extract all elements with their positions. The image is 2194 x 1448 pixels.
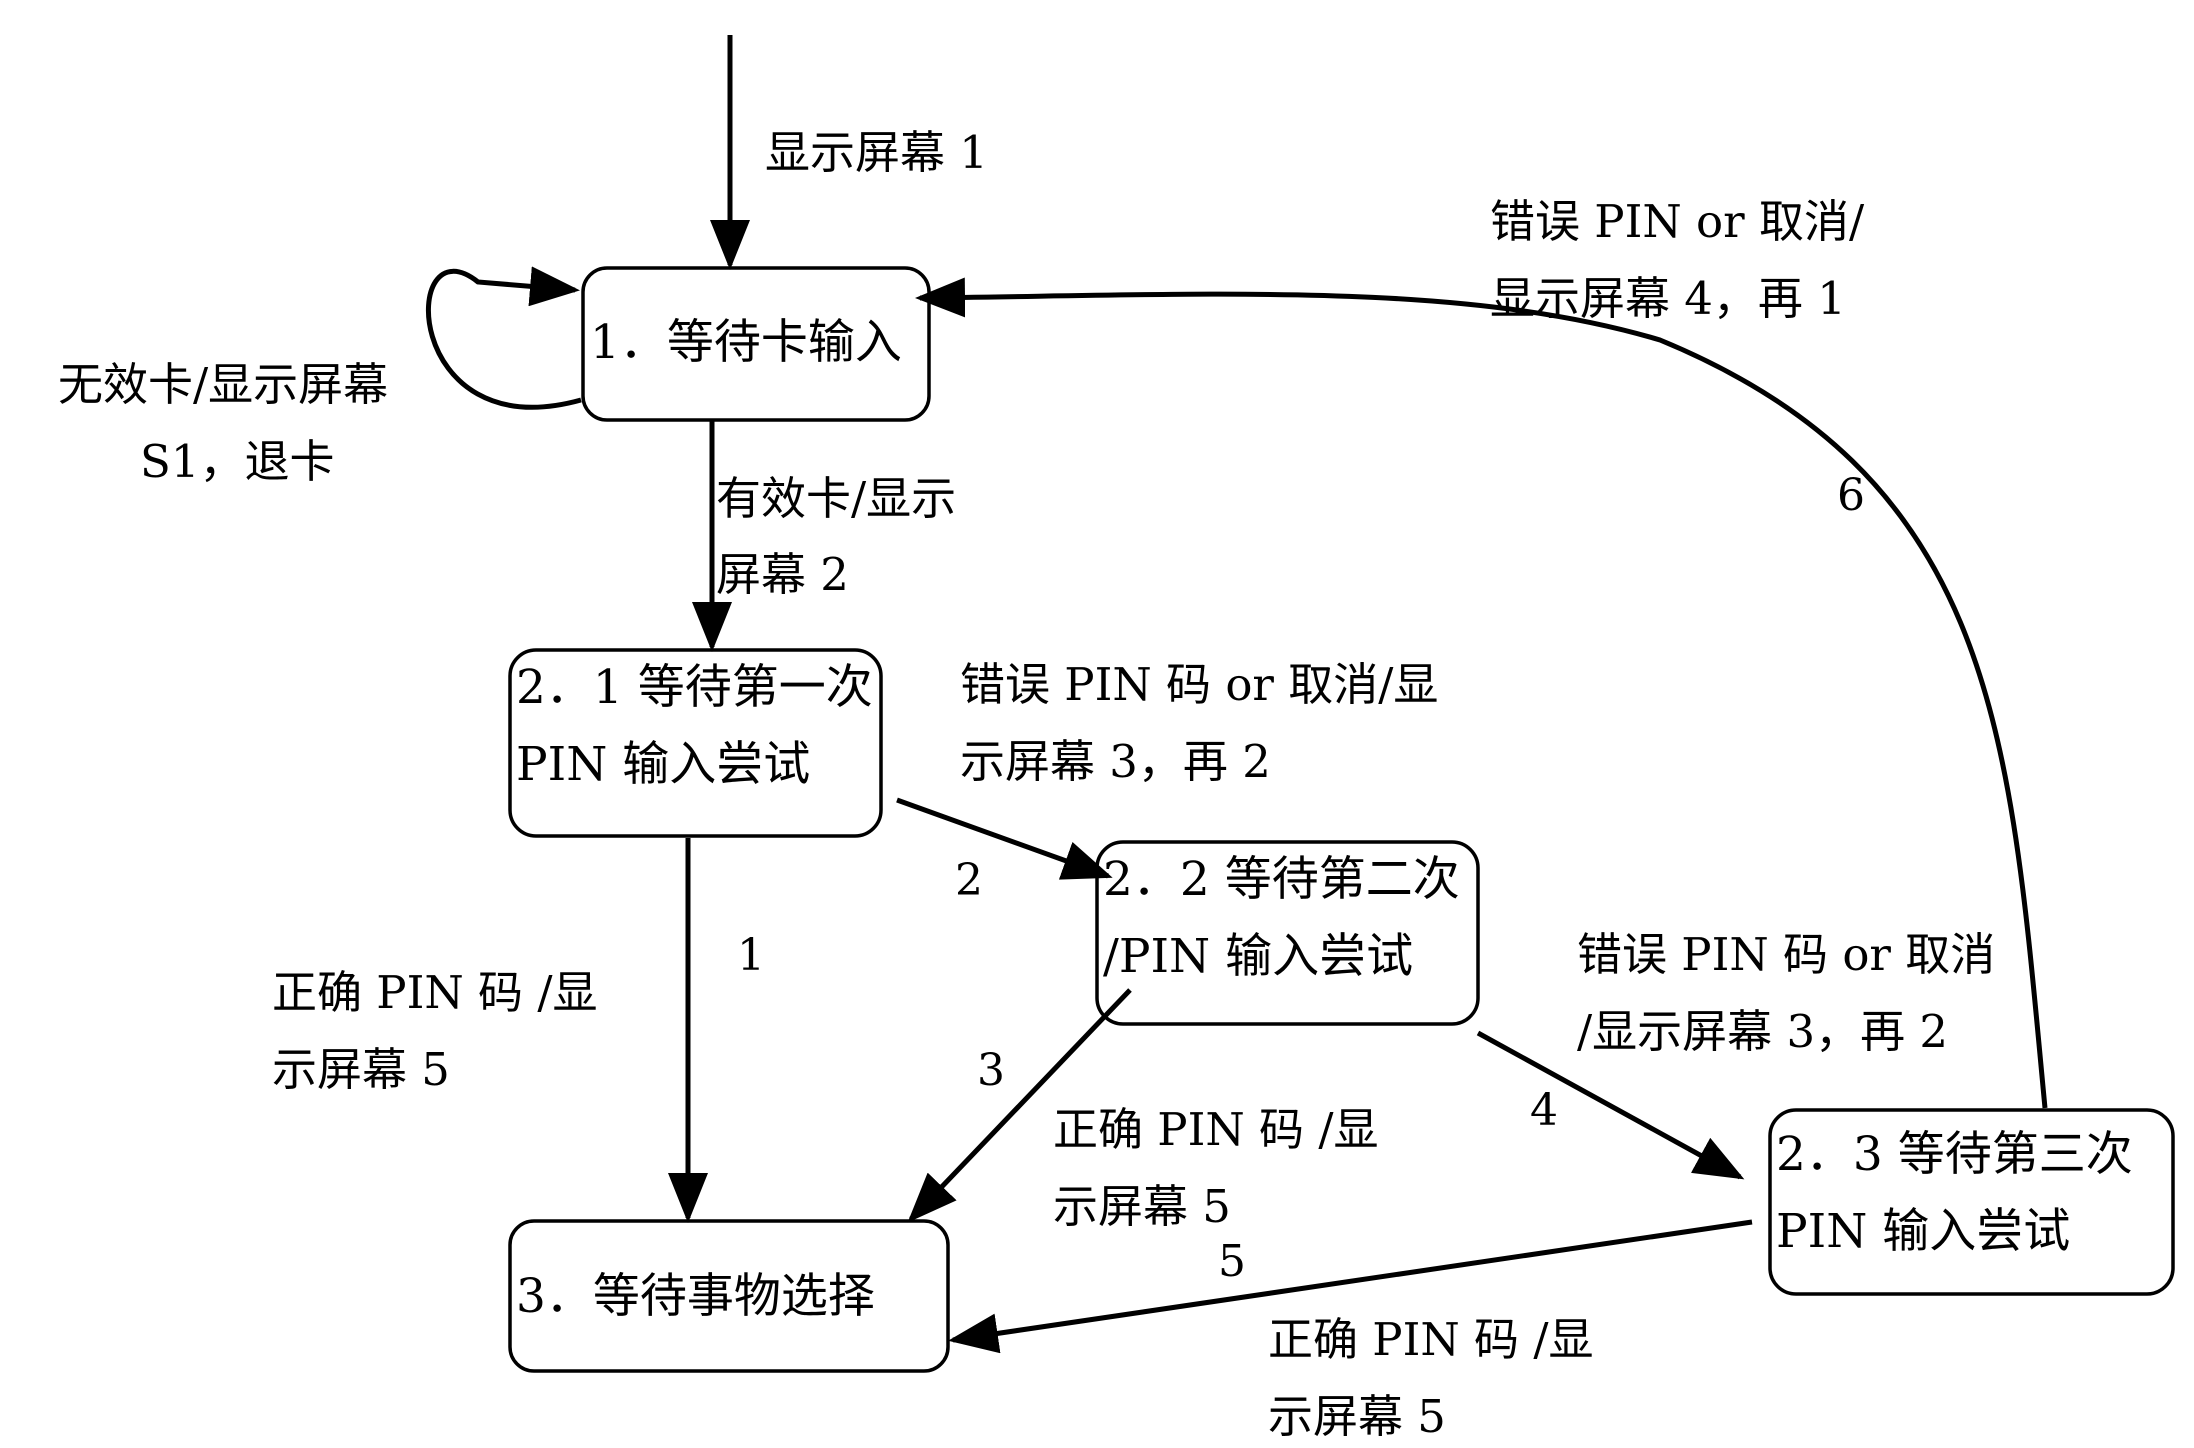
svg-text:屏幕 2: 屏幕 2 [716, 548, 849, 601]
svg-text:/显示屏幕 3，再 2: /显示屏幕 3，再 2 [1577, 1005, 1948, 1058]
state-wait-third-pin: 2．3 等待第三次 PIN 输入尝试 [1768, 1108, 2175, 1296]
label-transition-5: 5 正确 PIN 码 /显 示屏幕 5 [1218, 1236, 1594, 1443]
state-wait-card-input: 1．等待卡输入 [581, 266, 931, 422]
svg-text:无效卡/显示屏幕: 无效卡/显示屏幕 [58, 358, 388, 411]
svg-text:显示屏幕 4，再 1: 显示屏幕 4，再 1 [1490, 272, 1846, 325]
state-wait-third-pin-line1: 2．3 等待第三次 [1776, 1127, 2133, 1182]
label-invalid-card: 无效卡/显示屏幕 S1，退卡 [58, 358, 388, 488]
transition-number-3: 3 [977, 1045, 1005, 1096]
label-transition-6: 6 错误 PIN or 取消/ 显示屏幕 4，再 1 [1490, 195, 1865, 521]
svg-text:示屏幕 5: 示屏幕 5 [272, 1043, 450, 1096]
state-wait-transaction-select-label: 3．等待事物选择 [516, 1269, 875, 1324]
state-wait-first-pin-line2: PIN 输入尝试 [516, 737, 810, 792]
state-wait-second-pin-line1: 2．2 等待第二次 [1103, 852, 1460, 907]
transition-number-4: 4 [1530, 1085, 1558, 1136]
svg-text:正确 PIN 码 /显: 正确 PIN 码 /显 [1053, 1103, 1379, 1156]
transition-number-6: 6 [1837, 470, 1865, 521]
self-loop-invalid-card [425, 266, 582, 410]
state-wait-first-pin-line1: 2．1 等待第一次 [516, 660, 873, 715]
arrow-6 [915, 277, 2048, 1109]
transition-number-2: 2 [955, 855, 983, 906]
label-valid-card: 有效卡/显示 屏幕 2 [716, 472, 956, 601]
transition-number-5: 5 [1218, 1236, 1246, 1287]
label-transition-1: 1 正确 PIN 码 /显 示屏幕 5 [272, 930, 765, 1096]
arrow-3 [907, 988, 1132, 1223]
svg-text:错误 PIN 码 or 取消/显: 错误 PIN 码 or 取消/显 [960, 658, 1438, 711]
state-wait-second-pin: 2．2 等待第二次 /PIN 输入尝试 [1095, 840, 1480, 1026]
state-wait-third-pin-line2: PIN 输入尝试 [1776, 1204, 2070, 1259]
arrow-5 [948, 1219, 1753, 1354]
state-wait-first-pin: 2．1 等待第一次 PIN 输入尝试 [508, 648, 883, 838]
state-wait-transaction-select: 3．等待事物选择 [508, 1219, 950, 1373]
label-transition-3: 3 正确 PIN 码 /显 示屏幕 5 [977, 1045, 1379, 1233]
svg-text:有效卡/显示: 有效卡/显示 [716, 472, 956, 525]
label-transition-2: 2 错误 PIN 码 or 取消/显 示屏幕 3，再 2 [955, 658, 1438, 906]
svg-text:示屏幕 5: 示屏幕 5 [1268, 1390, 1446, 1443]
transition-number-1: 1 [737, 930, 765, 981]
svg-text:示屏幕 5: 示屏幕 5 [1053, 1180, 1231, 1233]
svg-text:错误 PIN or 取消/: 错误 PIN or 取消/ [1490, 195, 1865, 248]
svg-text:示屏幕 3，再 2: 示屏幕 3，再 2 [960, 735, 1271, 788]
state-wait-second-pin-line2: /PIN 输入尝试 [1103, 929, 1413, 984]
svg-text:错误 PIN 码 or 取消: 错误 PIN 码 or 取消 [1577, 928, 1995, 981]
state-wait-card-input-label: 1．等待卡输入 [590, 315, 902, 370]
svg-text:正确 PIN 码 /显: 正确 PIN 码 /显 [1268, 1313, 1594, 1366]
arrow-2 [896, 797, 1113, 880]
svg-text:显示屏幕 1: 显示屏幕 1 [765, 126, 988, 179]
label-transition-4: 4 错误 PIN 码 or 取消 /显示屏幕 3，再 2 [1530, 928, 1995, 1136]
arrow-4 [1476, 1030, 1745, 1180]
label-initial: 显示屏幕 1 [765, 126, 988, 179]
svg-text:S1，退卡: S1，退卡 [140, 435, 334, 488]
svg-text:正确 PIN 码 /显: 正确 PIN 码 /显 [272, 966, 598, 1019]
